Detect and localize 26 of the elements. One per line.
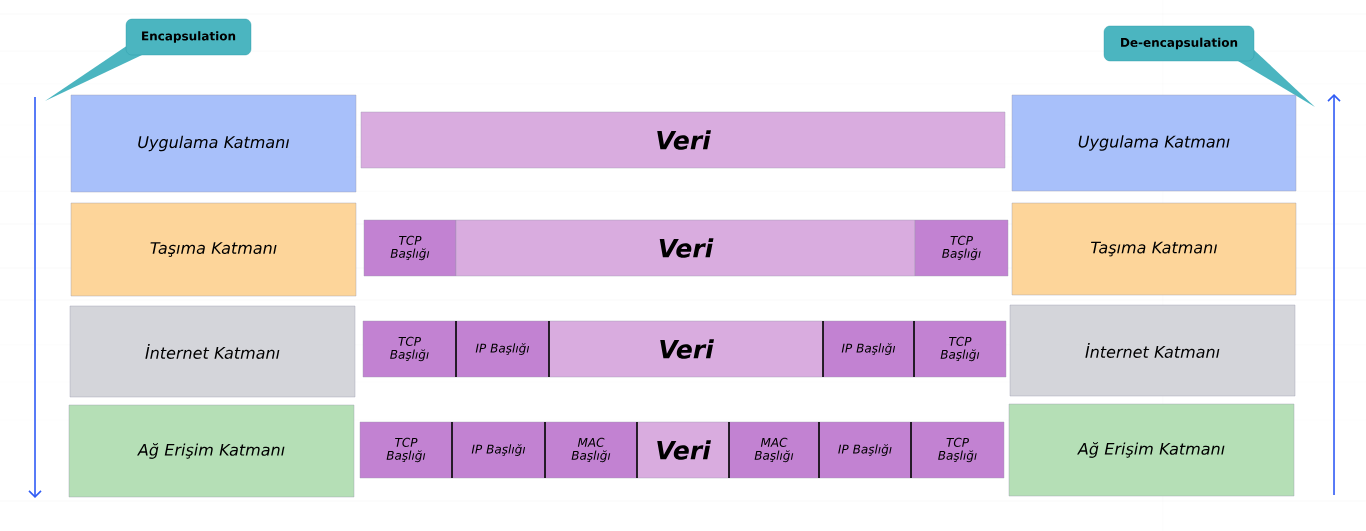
layer-box: Ağ Erişim Katmanı (68, 404, 355, 498)
layer-box: Uygulama Katmanı (1011, 94, 1297, 192)
callout-bubble: Encapsulation (45, 18, 252, 101)
layer-box: Taşıma Katmanı (70, 202, 357, 297)
data-segment: Veri (548, 320, 824, 378)
header-segment: TCP Başlığı (914, 219, 1009, 277)
header-segment: MAC Başlığı (728, 421, 820, 479)
header-segment: TCP Başlığı (359, 421, 453, 479)
layer-box: İnternet Katmanı (69, 305, 356, 398)
header-segment: IP Başlığı (451, 421, 546, 479)
header-segment: TCP Başlığı (362, 320, 457, 378)
header-segment: IP Başlığı (818, 421, 912, 479)
layer-box: Taşıma Katmanı (1011, 202, 1297, 296)
layer-box: Ağ Erişim Katmanı (1008, 403, 1295, 497)
header-segment: TCP Başlığı (910, 421, 1005, 479)
data-segment: Veri (636, 421, 730, 479)
callout-bubble: De-encapsulation (1103, 25, 1315, 107)
header-segment: MAC Başlığı (544, 421, 638, 479)
layer-box: İnternet Katmanı (1009, 304, 1296, 397)
header-segment: TCP Başlığı (363, 219, 457, 277)
header-segment: IP Başlığı (822, 320, 915, 378)
data-segment: Veri (360, 111, 1006, 169)
header-segment: IP Başlığı (455, 320, 550, 378)
layer-box: Uygulama Katmanı (70, 94, 357, 193)
data-segment: Veri (455, 219, 916, 277)
header-segment: TCP Başlığı (913, 320, 1007, 378)
